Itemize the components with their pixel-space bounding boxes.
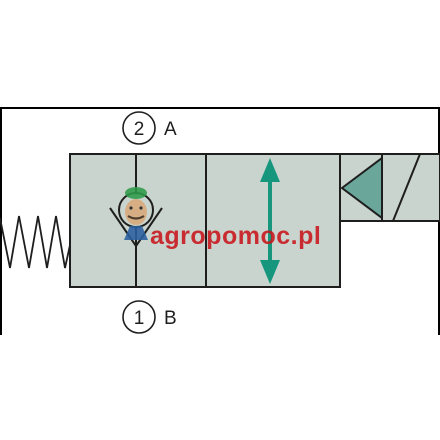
port-bottom-letter: B [164, 308, 177, 329]
port-bottom-number: 1 [134, 308, 145, 329]
port-top-letter: A [164, 119, 177, 140]
mascot-icon [124, 187, 148, 240]
port-top-circle [122, 111, 156, 145]
port-top-number: 2 [134, 119, 145, 140]
port-bottom: 1 B [122, 300, 177, 334]
watermark-logo: agropomoc.pl [124, 187, 321, 250]
port-top: 2 A [122, 111, 177, 145]
port-bottom-circle [122, 300, 156, 334]
solenoid-triangle-icon [340, 156, 383, 220]
watermark-text-suffix: .pl [291, 222, 322, 250]
watermark-text-main: agropomoc [150, 222, 291, 250]
solenoid-actuator [339, 153, 440, 222]
svg-text:agropomoc.pl: agropomoc.pl [150, 222, 321, 250]
double-arrow-icon [260, 158, 280, 284]
spring-symbol [0, 215, 71, 269]
solenoid-coil-line [392, 153, 421, 222]
